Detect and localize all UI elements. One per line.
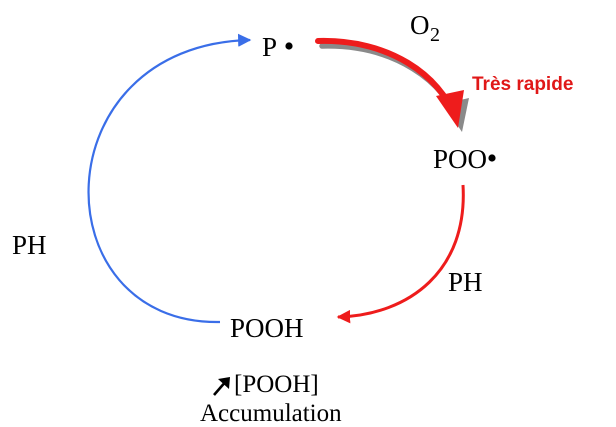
fast-arrowhead bbox=[436, 90, 464, 128]
speed-label: Très rapide bbox=[472, 74, 573, 95]
up-right-arrow-icon bbox=[213, 377, 230, 396]
node-poo-radical: POO bbox=[433, 144, 487, 174]
fast-oxygen-arrow bbox=[315, 37, 458, 120]
oxygen-subscript: 2 bbox=[430, 24, 440, 46]
node-pooh: POOH bbox=[230, 313, 304, 343]
ph-label-left: PH bbox=[12, 230, 47, 260]
oxygen-label: O bbox=[410, 10, 430, 40]
ph-red-arrow bbox=[336, 184, 465, 324]
radical-dot-icon bbox=[285, 42, 293, 50]
radical-dot-icon bbox=[488, 154, 496, 162]
node-p-radical: P bbox=[262, 32, 277, 62]
accumulation-label: Accumulation bbox=[200, 400, 342, 427]
pooh-concentration-label: [POOH] bbox=[234, 371, 319, 398]
ph-label-right: PH bbox=[448, 267, 483, 297]
blue-return-arrow bbox=[87, 33, 252, 324]
